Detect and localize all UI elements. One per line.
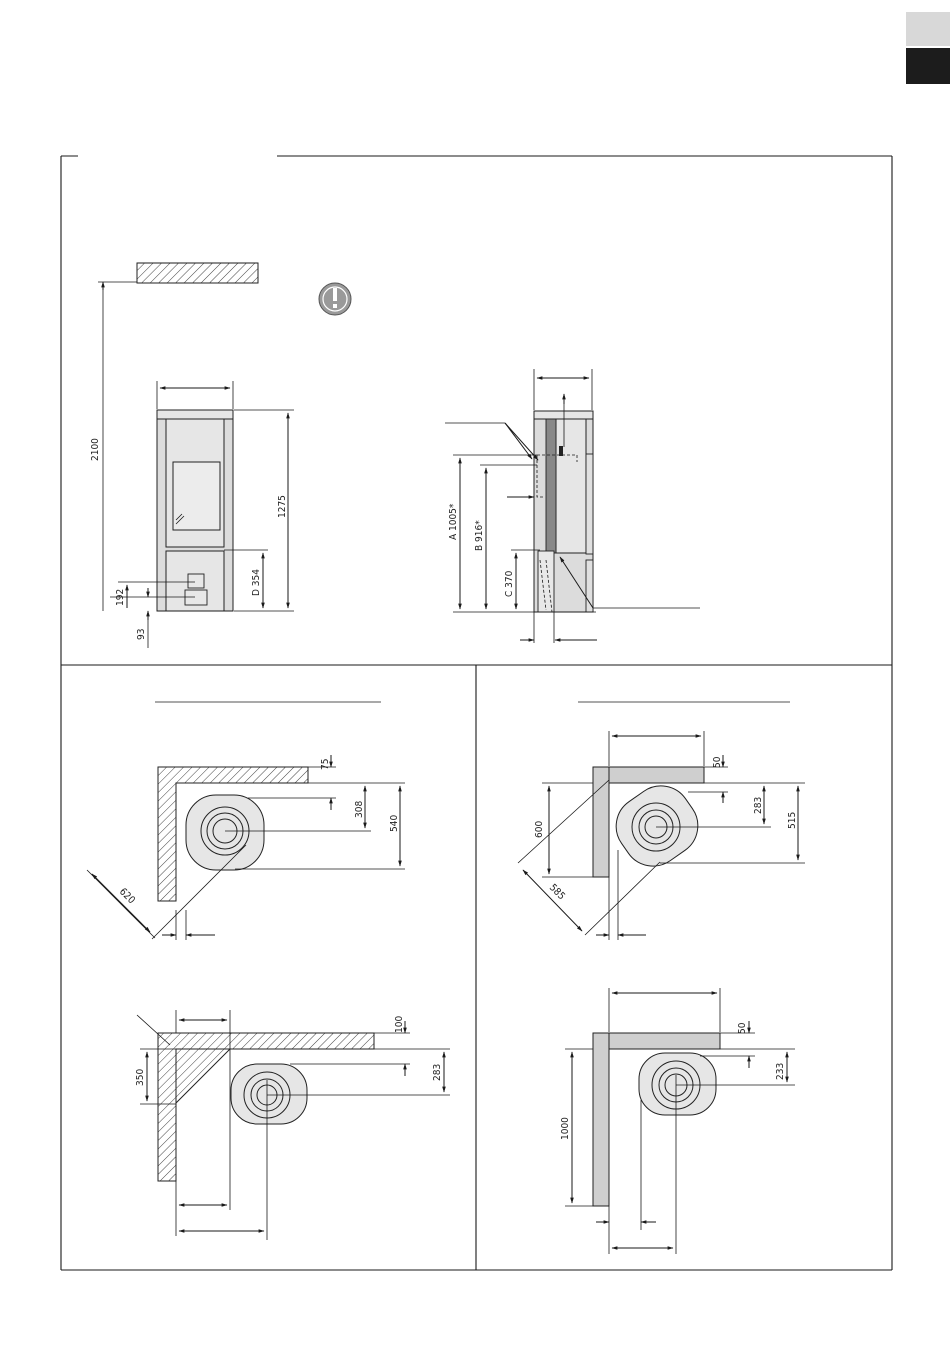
page-frame [61,156,892,1270]
plan-a [87,702,405,940]
dim-b-283: 283 [753,797,764,814]
exclamation-warning-icon [319,283,351,315]
dim-a-308: 308 [354,801,365,818]
plan-b [518,702,805,940]
dim-1275: 1275 [277,495,288,518]
dim-d-233: 233 [775,1063,786,1080]
dim-c-350: 350 [135,1069,146,1086]
dim-93: 93 [136,629,147,640]
dim-d354: D 354 [251,569,262,596]
plan-d [565,988,795,1254]
side-elevation [445,369,700,643]
plan-c [137,1010,450,1240]
dim-d-1000: 1000 [560,1117,571,1140]
dim-a-75: 75 [320,759,331,770]
dim-b-585: 585 [547,882,567,902]
dim-c370: C 370 [504,570,515,597]
dim-192: 192 [115,589,126,606]
dim-d-50: 50 [737,1022,748,1034]
dim-a1005: A 1005* [448,503,459,540]
dim-b916: B 916* [474,520,485,551]
dim-b-600: 600 [534,821,545,838]
dim-b-50: 50 [712,756,723,768]
dim-b-515: 515 [787,812,798,829]
ceiling-hatch [137,263,258,283]
front-elevation [98,263,294,648]
dim-c-283: 283 [432,1064,443,1081]
dim-c-100: 100 [394,1016,405,1033]
dim-2100: 2100 [90,438,101,461]
dim-a-540: 540 [389,815,400,832]
